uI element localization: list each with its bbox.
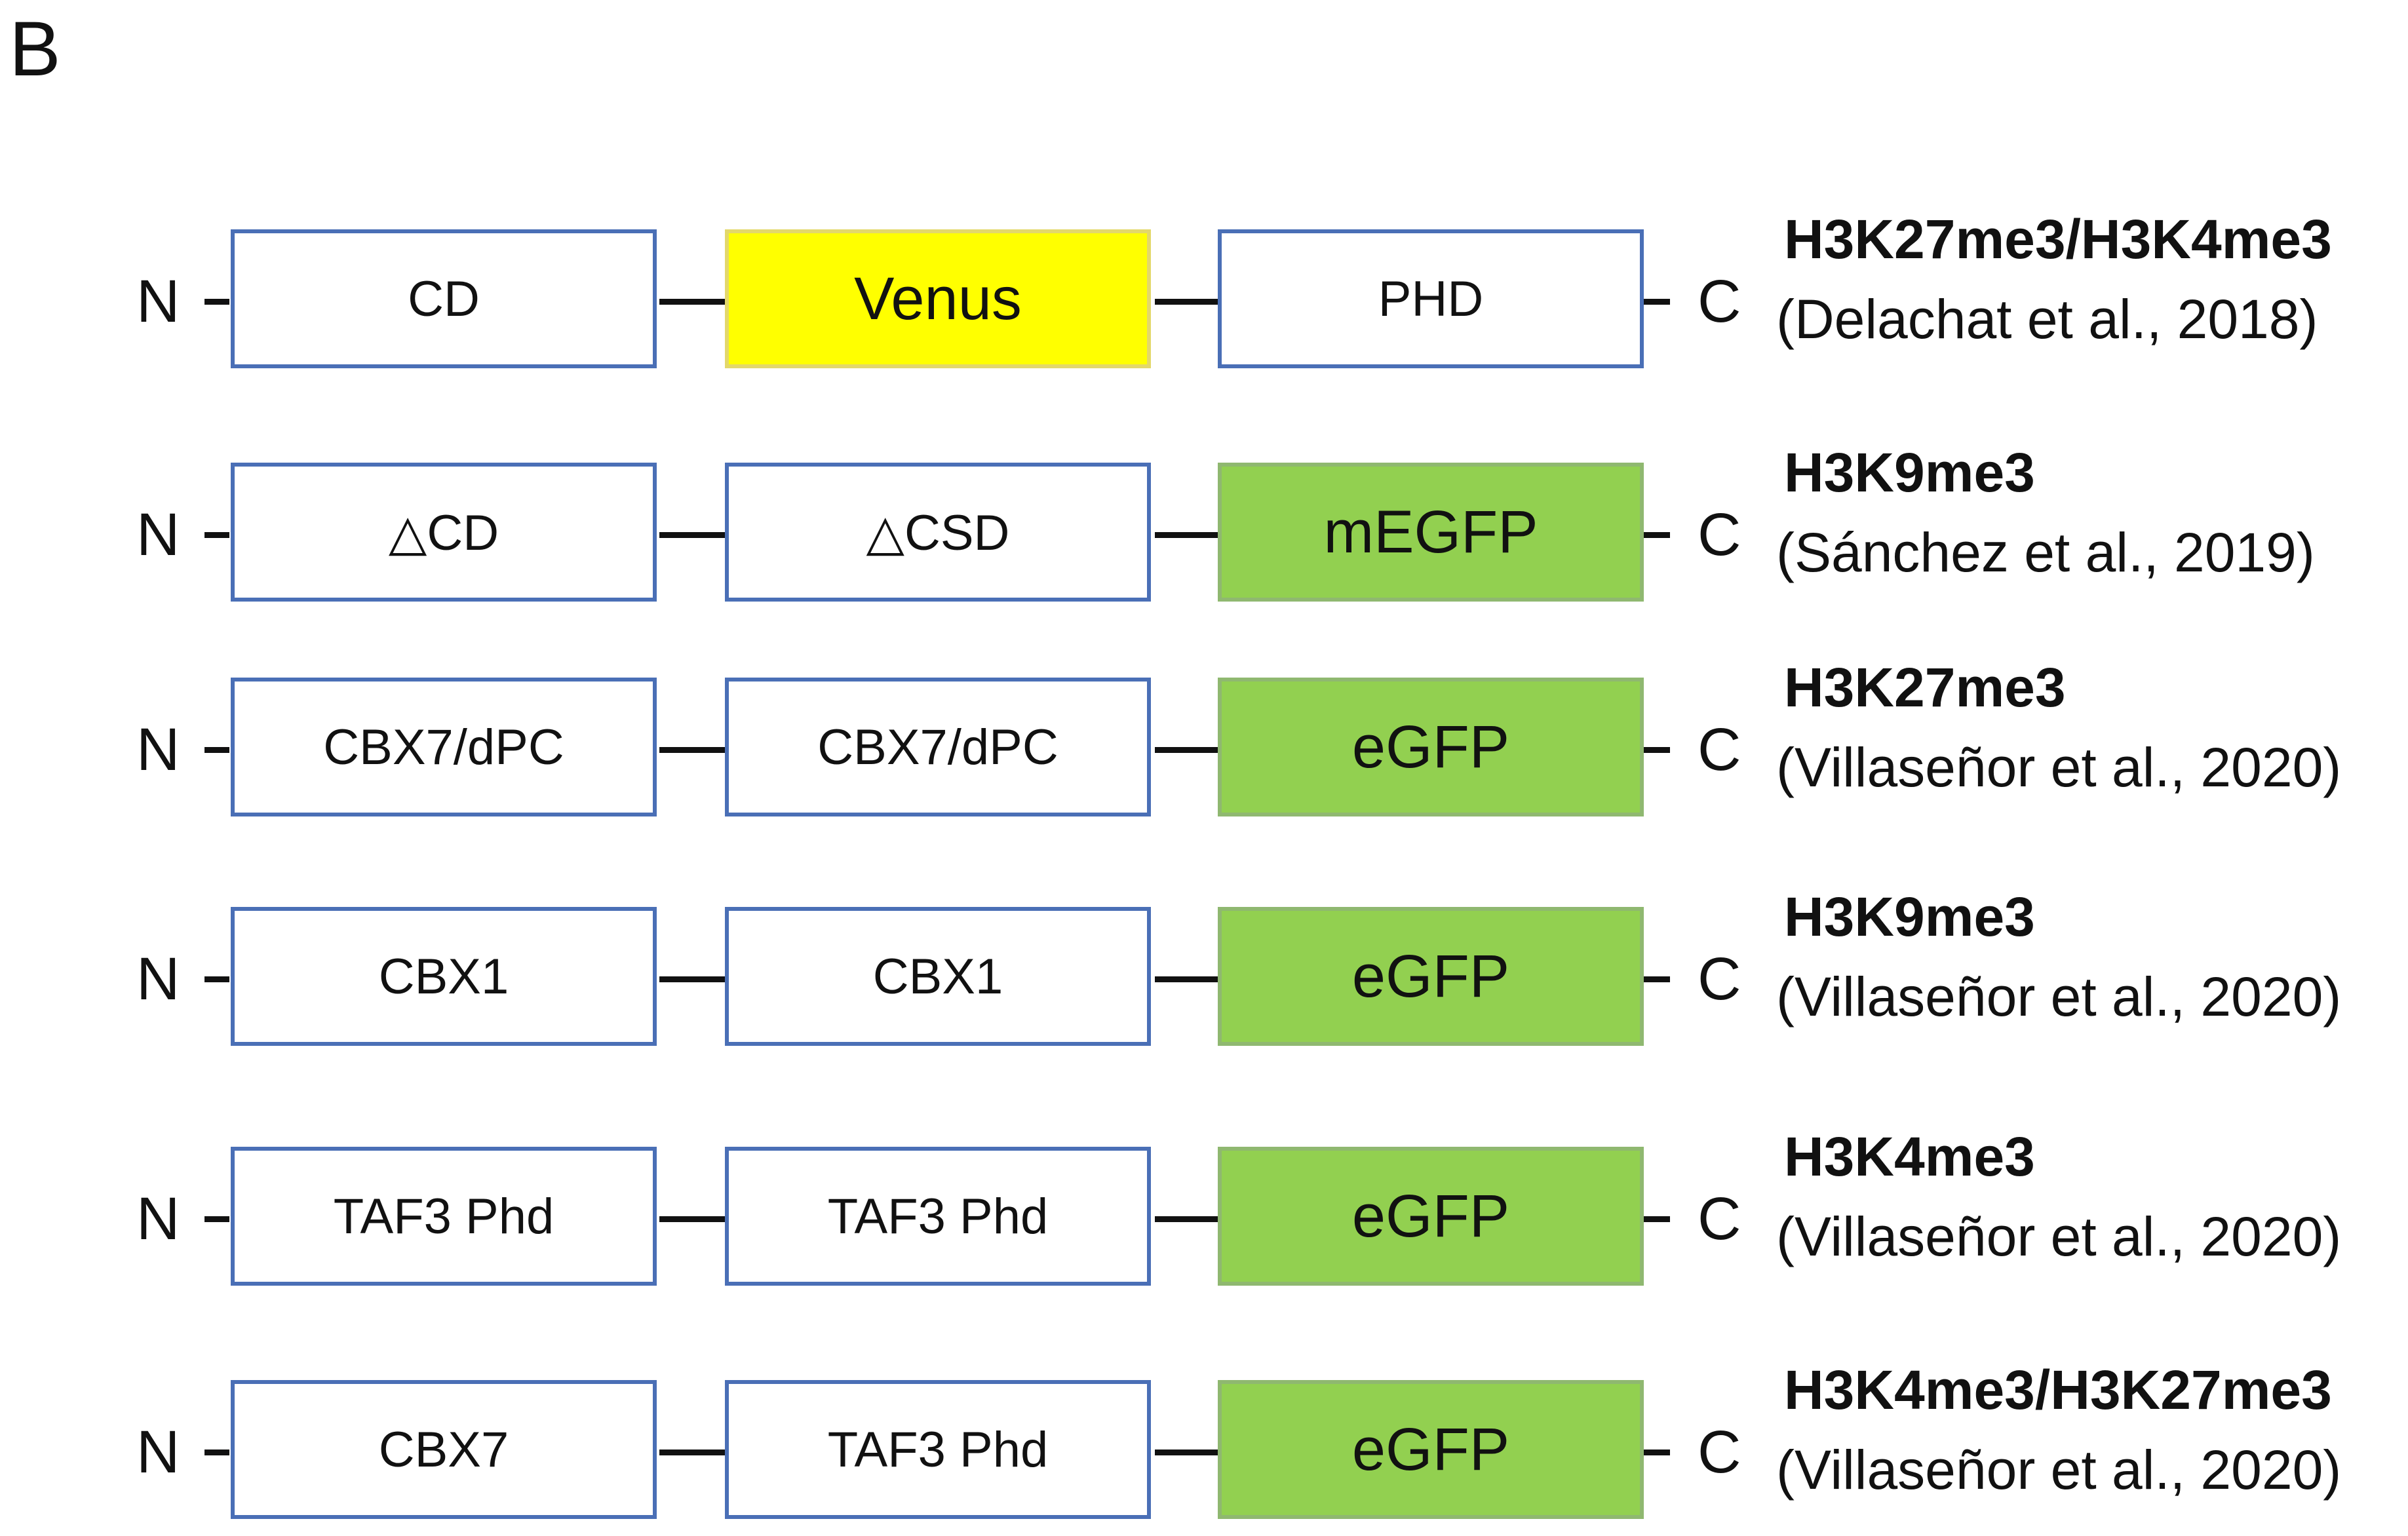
domain-box-fluorescent: eGFP xyxy=(1218,678,1644,816)
domain-box-fluorescent: mEGFP xyxy=(1218,463,1644,602)
domain-box: TAF3 Phd xyxy=(725,1380,1151,1519)
n-terminus-label: N xyxy=(136,1419,180,1486)
domain-box: CBX1 xyxy=(231,907,657,1046)
n-terminus-label: N xyxy=(136,716,180,783)
linker-line xyxy=(1155,1450,1220,1455)
c-terminus-label: C xyxy=(1698,946,1741,1012)
construct-row: N CBX7 TAF3 Phd eGFP C H3K4me3/H3K27me3 … xyxy=(0,1359,2408,1524)
n-terminus-label: N xyxy=(136,1185,180,1252)
c-terminus-label: C xyxy=(1698,716,1741,783)
n-terminus-label: N xyxy=(136,946,180,1012)
linker-line xyxy=(659,1450,725,1455)
histone-mark: H3K4me3/H3K27me3 xyxy=(1784,1359,2332,1421)
n-terminus-label: N xyxy=(136,268,180,335)
construct-row: N CBX1 CBX1 eGFP C H3K9me3 (Villaseñor e… xyxy=(0,886,2408,1051)
n-terminus-dash xyxy=(204,747,229,753)
domain-box: △CSD xyxy=(725,463,1151,602)
domain-box-venus: Venus xyxy=(725,229,1151,368)
reference-citation: (Sánchez et al., 2019) xyxy=(1776,522,2315,583)
n-terminus-dash xyxy=(204,299,229,305)
linker-line xyxy=(1155,1216,1220,1222)
construct-row: N CD Venus PHD C H3K27me3/H3K4me3 (Delac… xyxy=(0,208,2408,374)
domain-box: CD xyxy=(231,229,657,368)
n-terminus-dash xyxy=(204,532,229,538)
domain-box: △CD xyxy=(231,463,657,602)
c-terminus-dash xyxy=(1644,532,1670,538)
reference-citation: (Villaseñor et al., 2020) xyxy=(1776,1206,2342,1267)
construct-row: N CBX7/dPC CBX7/dPC eGFP C H3K27me3 (Vil… xyxy=(0,657,2408,822)
reference-citation: (Delachat et al., 2018) xyxy=(1776,288,2318,350)
histone-mark: H3K27me3 xyxy=(1784,657,2066,718)
c-terminus-dash xyxy=(1644,1450,1670,1455)
domain-box: CBX7/dPC xyxy=(725,678,1151,816)
domain-box: CBX7/dPC xyxy=(231,678,657,816)
domain-box-fluorescent: eGFP xyxy=(1218,907,1644,1046)
n-terminus-dash xyxy=(204,1216,229,1222)
reference-citation: (Villaseñor et al., 2020) xyxy=(1776,1439,2342,1501)
linker-line xyxy=(659,747,725,753)
c-terminus-label: C xyxy=(1698,501,1741,568)
domain-box: TAF3 Phd xyxy=(231,1147,657,1286)
c-terminus-label: C xyxy=(1698,1185,1741,1252)
linker-line xyxy=(1155,532,1220,538)
linker-line xyxy=(659,1216,725,1222)
c-terminus-dash xyxy=(1644,747,1670,753)
linker-line xyxy=(659,976,725,982)
linker-line xyxy=(1155,299,1220,305)
c-terminus-dash xyxy=(1644,299,1670,305)
construct-row: N TAF3 Phd TAF3 Phd eGFP C H3K4me3 (Vill… xyxy=(0,1126,2408,1291)
domain-box: TAF3 Phd xyxy=(725,1147,1151,1286)
panel-label: B xyxy=(9,6,61,92)
domain-box: PHD xyxy=(1218,229,1644,368)
domain-box: CBX7 xyxy=(231,1380,657,1519)
n-terminus-dash xyxy=(204,1450,229,1455)
c-terminus-dash xyxy=(1644,976,1670,982)
c-terminus-dash xyxy=(1644,1216,1670,1222)
histone-mark: H3K9me3 xyxy=(1784,442,2035,503)
linker-line xyxy=(1155,976,1220,982)
n-terminus-label: N xyxy=(136,501,180,568)
domain-box: CBX1 xyxy=(725,907,1151,1046)
domain-box-fluorescent: eGFP xyxy=(1218,1147,1644,1286)
domain-box-fluorescent: eGFP xyxy=(1218,1380,1644,1519)
reference-citation: (Villaseñor et al., 2020) xyxy=(1776,966,2342,1027)
histone-mark: H3K4me3 xyxy=(1784,1126,2035,1187)
linker-line xyxy=(659,532,725,538)
c-terminus-label: C xyxy=(1698,1419,1741,1486)
n-terminus-dash xyxy=(204,976,229,982)
histone-mark: H3K27me3/H3K4me3 xyxy=(1784,208,2332,270)
c-terminus-label: C xyxy=(1698,268,1741,335)
construct-row: N △CD △CSD mEGFP C H3K9me3 (Sánchez et a… xyxy=(0,442,2408,607)
linker-line xyxy=(1155,747,1220,753)
linker-line xyxy=(659,299,725,305)
histone-mark: H3K9me3 xyxy=(1784,886,2035,948)
reference-citation: (Villaseñor et al., 2020) xyxy=(1776,737,2342,798)
